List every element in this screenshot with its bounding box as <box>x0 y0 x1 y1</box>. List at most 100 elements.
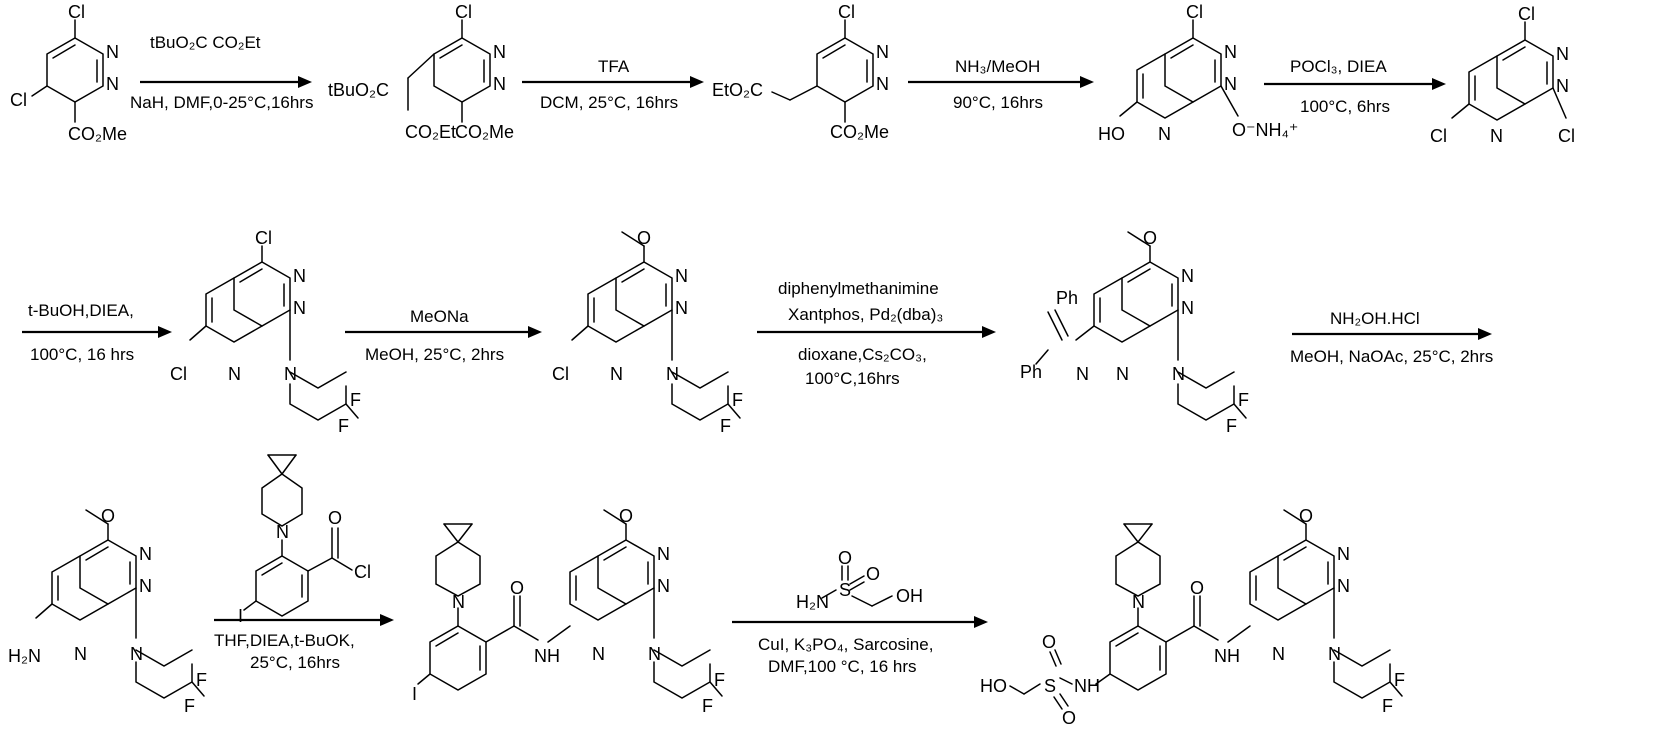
atom-label: O <box>1062 708 1076 728</box>
step-6-reagent: MeONa <box>410 307 469 326</box>
compound-8: O N N Ph Ph N N N F F <box>1020 228 1249 436</box>
compound-9: O N N H₂N N N F F <box>8 506 207 716</box>
atom-label: N <box>293 298 306 318</box>
compound-2: Cl N N tBuO₂C CO₂Et CO₂Me <box>328 2 514 142</box>
compound-11: N O NH NH S O O HO O N N N N F F <box>980 506 1405 728</box>
atom-label: N <box>610 364 623 384</box>
atom-label: tBuO₂C <box>328 80 389 100</box>
atom-label: Cl <box>552 364 569 384</box>
atom-label: N <box>1224 74 1237 94</box>
step-4-reagent: POCl₃, DIEA <box>1290 57 1387 76</box>
step-5-conditions: 100°C, 16 hrs <box>30 345 134 364</box>
atom-label: O <box>101 506 115 526</box>
atom-label: F <box>702 696 713 716</box>
atom-label: EtO₂C <box>712 80 763 100</box>
step-3-conditions: 90°C, 16hrs <box>953 93 1043 112</box>
atom-label: F <box>1238 390 1249 410</box>
atom-label: Cl <box>68 2 85 22</box>
atom-label: N <box>130 644 143 664</box>
atom-label: CO₂Me <box>68 124 127 144</box>
atom-label: Cl <box>455 2 472 22</box>
atom-label: S <box>1044 676 1056 696</box>
atom-label: Cl <box>1558 126 1575 146</box>
atom-label: CO₂Et <box>405 122 456 142</box>
atom-label: NH <box>1074 676 1100 696</box>
atom-label: N <box>1116 364 1129 384</box>
atom-label: O⁻NH₄⁺ <box>1232 120 1298 140</box>
reaction-arrow-3: NH₃/MeOH 90°C, 16hrs <box>908 57 1094 112</box>
compound-7: O N N Cl N N F F <box>552 228 743 436</box>
atom-label: Cl <box>170 364 187 384</box>
atom-label: Cl <box>255 228 272 248</box>
atom-label: Cl <box>10 90 27 110</box>
atom-label: Cl <box>838 2 855 22</box>
step-9-conditions-2: 25°C, 16hrs <box>250 653 340 672</box>
reaction-arrow-10: CuI, K₃PO₄, Sarcosine, DMF,100 °C, 16 hr… <box>732 616 988 676</box>
atom-label: F <box>196 670 207 690</box>
atom-label: N <box>1337 544 1350 564</box>
atom-label: CO₂Me <box>455 122 514 142</box>
atom-label: HO <box>1098 124 1125 144</box>
atom-label: N <box>1556 76 1569 96</box>
atom-label: O <box>1190 578 1204 598</box>
atom-label: I <box>238 606 243 626</box>
step-6-conditions: MeOH, 25°C, 2hrs <box>365 345 504 364</box>
atom-label: S <box>839 580 851 600</box>
atom-label: Ph <box>1020 362 1042 382</box>
reaction-arrow-1: tBuO₂C CO₂Et NaH, DMF,0-25°C,16hrs <box>130 33 313 112</box>
step-10-conditions-1: CuI, K₃PO₄, Sarcosine, <box>758 635 933 654</box>
step-7-conditions-1: dioxane,Cs₂CO₃, <box>798 345 927 364</box>
step-7-reagent-2: Xantphos, Pd₂(dba)₃ <box>788 305 943 324</box>
acid-chloride-reagent: N O Cl I <box>238 455 371 626</box>
atom-label: F <box>720 416 731 436</box>
malonate-reagent: tBuO₂C CO₂Et <box>150 33 261 52</box>
atom-label: N <box>1556 44 1569 64</box>
atom-label: N <box>493 42 506 62</box>
step-7-conditions-2: 100°C,16hrs <box>805 369 900 388</box>
compound-1: Cl N N Cl CO₂Me <box>10 2 127 144</box>
atom-label: O <box>328 508 342 528</box>
atom-label: N <box>592 644 605 664</box>
atom-label: N <box>1181 298 1194 318</box>
atom-label: N <box>139 544 152 564</box>
atom-label: N <box>106 74 119 94</box>
atom-label: H₂N <box>796 592 829 612</box>
atom-label: N <box>228 364 241 384</box>
atom-label: Cl <box>1518 4 1535 24</box>
atom-label: N <box>74 644 87 664</box>
atom-label: N <box>1328 644 1341 664</box>
reaction-arrow-6: MeONa MeOH, 25°C, 2hrs <box>345 307 542 364</box>
reaction-arrow-2: TFA DCM, 25°C, 16hrs <box>522 57 704 112</box>
compound-3: Cl N N EtO₂C CO₂Me <box>712 2 889 142</box>
step-2-reagent: TFA <box>598 57 630 76</box>
step-9-conditions-1: THF,DIEA,t-BuOK, <box>214 631 355 650</box>
atom-label: O <box>619 506 633 526</box>
atom-label: OH <box>896 586 923 606</box>
atom-label: N <box>876 74 889 94</box>
step-7-reagent: diphenylmethanimine <box>778 279 939 298</box>
reaction-arrow-4: POCl₃, DIEA 100°C, 6hrs <box>1264 57 1446 116</box>
step-2-conditions: DCM, 25°C, 16hrs <box>540 93 678 112</box>
compound-5: Cl N N Cl N Cl <box>1430 4 1575 146</box>
atom-label: I <box>412 684 417 704</box>
atom-label: N <box>657 544 670 564</box>
atom-label: F <box>1394 670 1405 690</box>
step-10-conditions-2: DMF,100 °C, 16 hrs <box>768 657 917 676</box>
atom-label: O <box>1299 506 1313 526</box>
atom-label: F <box>732 390 743 410</box>
step-1-conditions: NaH, DMF,0-25°C,16hrs <box>130 93 313 112</box>
atom-label: O <box>866 564 880 584</box>
atom-label: N <box>1272 644 1285 664</box>
atom-label: F <box>714 670 725 690</box>
compound-6: Cl N N Cl N N F F <box>170 228 361 436</box>
atom-label: N <box>1224 42 1237 62</box>
atom-label: O <box>1143 228 1157 248</box>
atom-label: N <box>1490 126 1503 146</box>
step-5-reagent: t-BuOH,DIEA, <box>28 301 134 320</box>
atom-label: N <box>657 576 670 596</box>
atom-label: H₂N <box>8 646 41 666</box>
atom-label: N <box>666 364 679 384</box>
step-3-reagent: NH₃/MeOH <box>955 57 1040 76</box>
atom-label: HO <box>980 676 1007 696</box>
